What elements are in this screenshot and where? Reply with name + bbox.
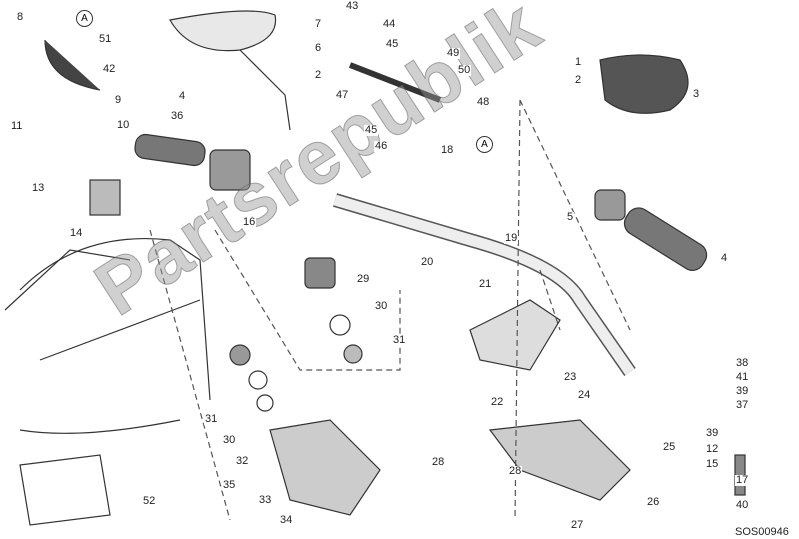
part-label: 23 bbox=[563, 371, 578, 383]
part-label: 38 bbox=[735, 357, 750, 369]
handlebar-clamp bbox=[469, 299, 561, 371]
part-label: 46 bbox=[374, 140, 389, 152]
part-label: 41 bbox=[735, 371, 750, 383]
part-label: 42 bbox=[102, 63, 117, 75]
right-switch bbox=[594, 189, 626, 221]
part-label: 39 bbox=[735, 385, 750, 397]
part-label: 52 bbox=[142, 495, 157, 507]
part-label: 26 bbox=[646, 496, 661, 508]
grip-detail-box bbox=[19, 454, 111, 526]
part-label: 12 bbox=[705, 443, 720, 455]
part-label: 39 bbox=[705, 427, 720, 439]
part-label: 29 bbox=[356, 273, 371, 285]
part-label: 24 bbox=[577, 389, 592, 401]
part-label: 20 bbox=[420, 256, 435, 268]
part-label: 13 bbox=[31, 182, 46, 194]
part-label: 28 bbox=[508, 465, 523, 477]
part-label: 2 bbox=[314, 69, 323, 81]
part-label: 45 bbox=[364, 124, 379, 136]
part-label: 18 bbox=[440, 144, 455, 156]
left-grip bbox=[134, 133, 206, 167]
view-marker-a: A bbox=[476, 136, 493, 153]
part-label: 19 bbox=[504, 232, 519, 244]
drawing-code: SOS00946 bbox=[735, 526, 789, 538]
part-label: 48 bbox=[476, 96, 491, 108]
part-label: 33 bbox=[258, 494, 273, 506]
part-label: 14 bbox=[69, 227, 84, 239]
part-label: 31 bbox=[392, 334, 407, 346]
part-label: 21 bbox=[478, 278, 493, 290]
part-label: 28 bbox=[431, 456, 446, 468]
part-label: 32 bbox=[235, 455, 250, 467]
part-label: 6 bbox=[314, 42, 323, 54]
view-marker-a: A bbox=[76, 10, 93, 27]
part-label: 8 bbox=[16, 11, 25, 23]
part-label: 27 bbox=[570, 519, 585, 531]
part-label: 45 bbox=[385, 38, 400, 50]
part-label: 43 bbox=[345, 0, 360, 12]
left-switch bbox=[209, 149, 251, 191]
part-label: 34 bbox=[279, 514, 294, 526]
ignition-switch bbox=[89, 179, 121, 216]
right-grip bbox=[623, 207, 708, 271]
part-label: 4 bbox=[178, 90, 187, 102]
part-label: 11 bbox=[10, 120, 24, 132]
part-label: 40 bbox=[735, 499, 750, 511]
part-label: 30 bbox=[374, 300, 389, 312]
steering-damper bbox=[348, 62, 442, 103]
part-label: 1 bbox=[574, 56, 583, 68]
top-yoke bbox=[488, 419, 631, 501]
part-label: 36 bbox=[170, 110, 185, 122]
part-label: 37 bbox=[735, 399, 750, 411]
part-label: 4 bbox=[720, 252, 729, 264]
part-label: 5 bbox=[566, 211, 575, 223]
steering-head bbox=[269, 419, 381, 516]
frame bbox=[19, 237, 211, 434]
part-label: 2 bbox=[574, 74, 583, 86]
part-label: 31 bbox=[204, 413, 219, 425]
part-label: 44 bbox=[382, 18, 397, 30]
part-label: 35 bbox=[222, 479, 237, 491]
left-mirror bbox=[169, 10, 277, 52]
part-label: 30 bbox=[222, 434, 237, 446]
part-label: 17 bbox=[735, 474, 750, 486]
part-label: 10 bbox=[116, 119, 131, 131]
part-label: 9 bbox=[114, 94, 123, 106]
part-label: 7 bbox=[314, 18, 323, 30]
part-label: 16 bbox=[242, 216, 257, 228]
part-label: 15 bbox=[705, 458, 720, 470]
right-mirror bbox=[599, 54, 689, 114]
part-label: 51 bbox=[98, 33, 113, 45]
part-label: 3 bbox=[692, 88, 701, 100]
part-label: 25 bbox=[662, 441, 677, 453]
part-label: 49 bbox=[446, 47, 461, 59]
part-label: 22 bbox=[490, 396, 505, 408]
part-label: 47 bbox=[335, 89, 350, 101]
part-label: 50 bbox=[457, 64, 472, 76]
